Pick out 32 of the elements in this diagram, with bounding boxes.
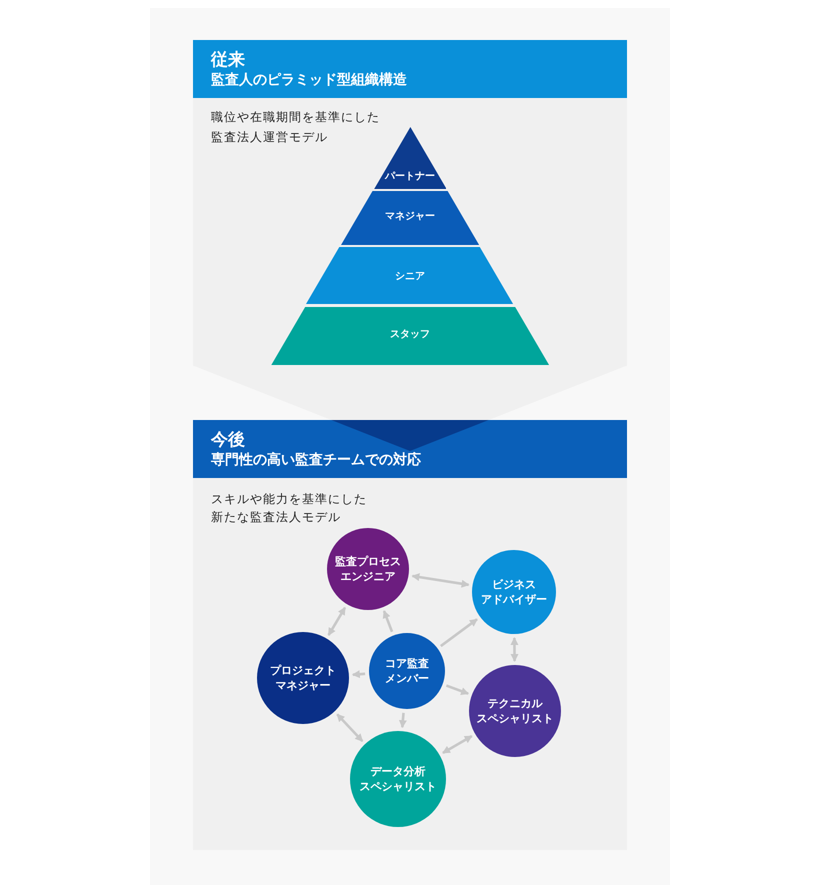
pyramid-tier — [374, 126, 446, 189]
section-subtitle: 専門性の高い監査チームでの対応 — [211, 450, 421, 470]
double-arrow — [328, 606, 346, 636]
description-text: スキルや能力を基準にした新たな監査法人モデル — [211, 491, 367, 526]
role-label: コア監査メンバー — [385, 656, 429, 686]
role-label: プロジェクトマネジャー — [270, 663, 336, 693]
pyramid-tier — [306, 247, 514, 304]
tier-label: シニア — [394, 270, 425, 284]
tier-label: マネジャー — [384, 210, 435, 224]
arrow — [440, 618, 478, 648]
arrow — [382, 610, 394, 632]
section-title: 今後 — [211, 430, 245, 450]
section-subtitle: 監査人のピラミッド型組織構造 — [211, 71, 407, 90]
double-arrow — [411, 573, 470, 588]
role-label: ビジネスアドバイザー — [481, 577, 547, 607]
tier-label: パートナー — [384, 170, 435, 184]
double-arrow — [510, 637, 519, 662]
arrow — [446, 684, 470, 695]
description-text: 職位や在職期間を基準にした監査法人運営モデル — [211, 109, 380, 146]
pyramid-tier — [340, 191, 480, 245]
chevron-arrow — [193, 366, 627, 451]
arrow — [398, 712, 407, 728]
role-label: 監査プロセスエンジニア — [335, 554, 401, 584]
role-label: データ分析スペシャリスト — [360, 764, 436, 794]
tier-label: スタッフ — [390, 328, 430, 342]
role-label: テクニカルスペシャリスト — [476, 696, 554, 726]
section-panel — [193, 40, 627, 366]
double-arrow — [442, 735, 473, 754]
section-title: 従来 — [211, 50, 245, 70]
section-panel — [193, 420, 627, 850]
double-arrow — [336, 714, 364, 742]
arrow — [352, 670, 366, 678]
